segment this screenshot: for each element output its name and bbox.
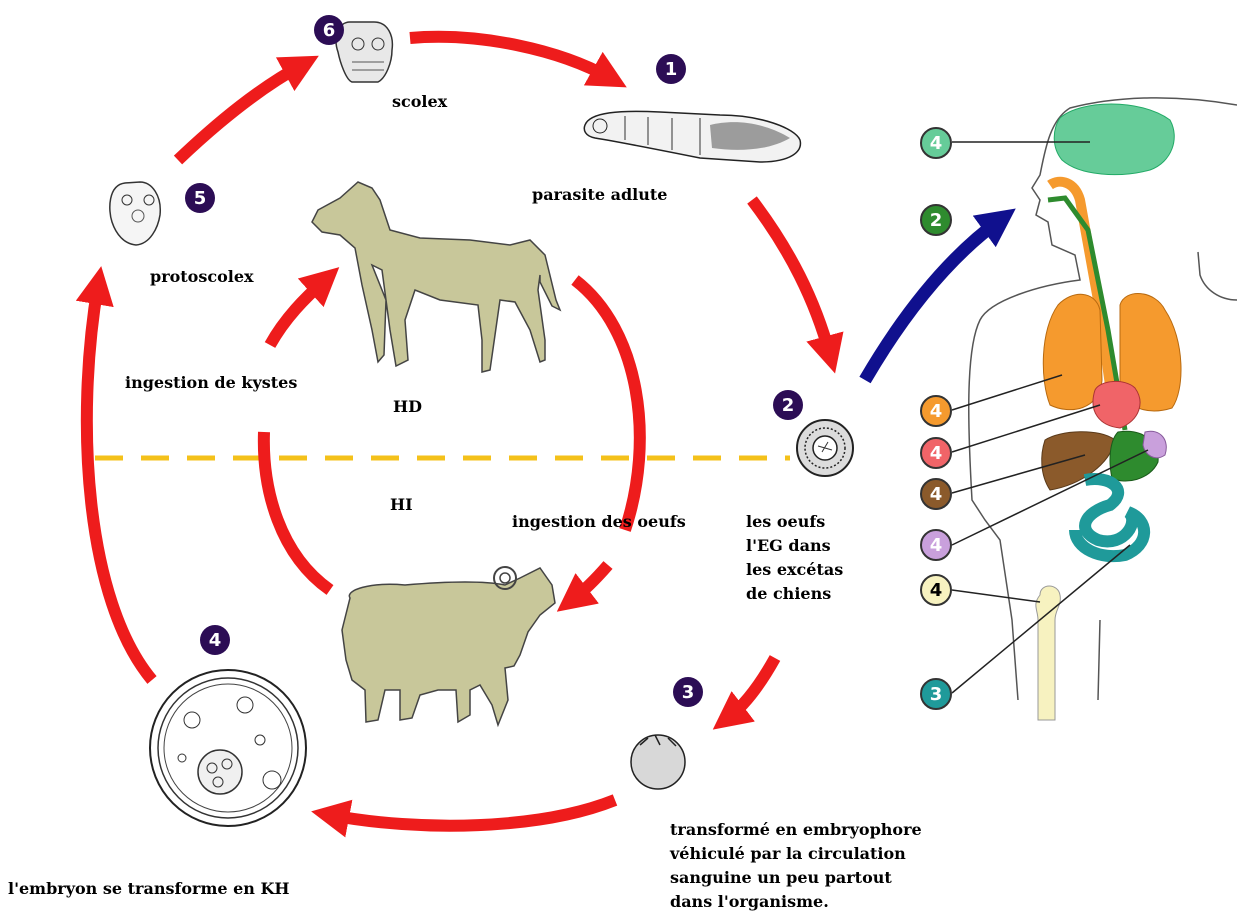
adult-parasite-label: parasite adlute — [532, 183, 667, 207]
protoscolex-illustration — [110, 182, 160, 245]
organ-badge-spleen: 4 — [920, 529, 952, 561]
ingestion-oeufs-label: ingestion des oeufs — [512, 510, 686, 534]
arrow-adult-to-egg — [752, 200, 830, 355]
scolex-illustration — [336, 22, 392, 82]
arrow-embryophore-to-cyst — [330, 800, 615, 826]
dog-illustration — [312, 182, 560, 372]
brain-organ — [1054, 104, 1174, 175]
ingestion-kystes-label: ingestion de kystes — [125, 371, 297, 395]
arrow-egg-to-embryophore — [728, 658, 775, 718]
organ-badge-liver: 4 — [920, 478, 952, 510]
organ-badge-esophagus: 2 — [920, 204, 952, 236]
scolex-label: scolex — [392, 90, 447, 114]
step-badge-3: 3 — [673, 677, 703, 707]
heart-organ — [1093, 381, 1140, 428]
sheep-illustration — [342, 567, 555, 725]
hydatid-cyst-illustration — [150, 670, 306, 826]
adult-parasite-illustration — [584, 111, 800, 162]
blue-arrow-to-human — [865, 220, 1000, 380]
intestine-organ — [1075, 479, 1144, 556]
organ-badge-lungs: 4 — [920, 395, 952, 427]
organ-badge-bone: 4 — [920, 574, 952, 606]
embryophore-description-label: transformé en embryophore véhiculé par l… — [670, 818, 922, 914]
eggs-description-label: les oeufs l'EG dans les excétas de chien… — [746, 510, 843, 606]
arrow-protoscolex-to-scolex — [178, 65, 302, 160]
arrow-cyst-to-protoscolex — [87, 285, 152, 680]
organ-badge-heart: 4 — [920, 437, 952, 469]
embryo-description-label: l'embryon se transforme en KH — [8, 877, 290, 901]
step-badge-4: 4 — [200, 625, 230, 655]
arrow-scolex-to-adult — [410, 37, 610, 78]
hi-label: HI — [390, 493, 413, 517]
embryophore-illustration — [631, 735, 685, 789]
hd-label: HD — [393, 395, 422, 419]
egg-illustration — [797, 420, 853, 476]
human-body-illustration — [952, 98, 1237, 720]
step-badge-2: 2 — [773, 390, 803, 420]
step-badge-1: 1 — [656, 54, 686, 84]
protoscolex-label: protoscolex — [150, 265, 254, 289]
step-badge-5: 5 — [185, 183, 215, 213]
arrow-dog-to-sheep-curve — [575, 280, 640, 530]
arrow-ingestion-oeufs-to-sheep — [572, 565, 608, 600]
organ-badge-brain: 4 — [920, 127, 952, 159]
organ-badge-intestine: 3 — [920, 678, 952, 710]
arrow-ingestion-kystes-to-dog — [270, 280, 325, 345]
step-badge-6: 6 — [314, 15, 344, 45]
